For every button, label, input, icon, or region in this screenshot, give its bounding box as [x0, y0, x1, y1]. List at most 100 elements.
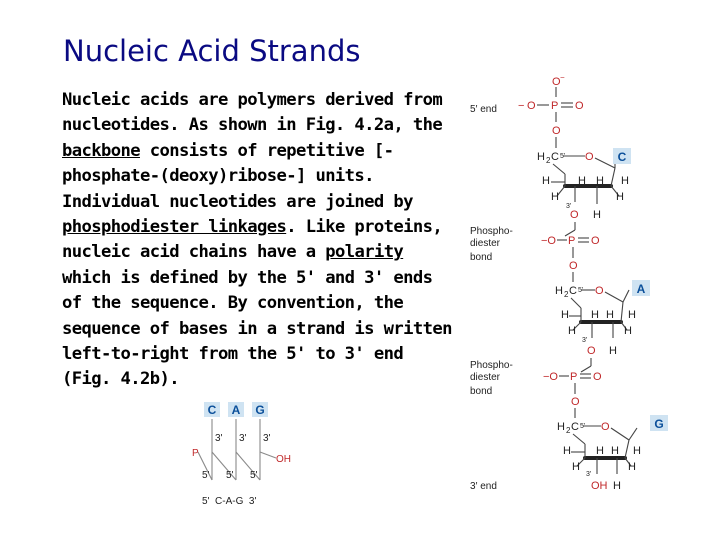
svg-text:O: O: [552, 76, 561, 88]
svg-text:H: H: [628, 309, 636, 321]
svg-text:H: H: [593, 209, 601, 221]
svg-text:H: H: [568, 325, 576, 337]
three-prime-label: 3': [215, 433, 223, 444]
svg-text:H: H: [561, 309, 569, 321]
base-c-box: [204, 402, 220, 417]
three-prime-label: 3': [239, 433, 247, 444]
svg-text:−: −: [560, 73, 565, 82]
paragraph-part-1: Nucleic acids are polymers derived from …: [62, 90, 443, 136]
svg-text:Phospho-: Phospho-: [470, 360, 513, 371]
svg-text:H: H: [613, 480, 621, 492]
svg-text:5': 5': [560, 153, 565, 160]
svg-text:C: C: [551, 151, 559, 163]
svg-text:H: H: [628, 461, 636, 473]
svg-text:C: C: [569, 285, 577, 297]
svg-text:O: O: [527, 100, 536, 112]
svg-text:H: H: [596, 445, 604, 457]
hydroxyl-end-label: OH: [276, 454, 291, 465]
paragraph-part-4: which is defined by the 5' and 3' ends o…: [62, 267, 453, 390]
svg-text:O: O: [570, 209, 579, 221]
svg-text:bond: bond: [470, 386, 492, 397]
svg-text:2: 2: [564, 290, 569, 299]
svg-text:O: O: [595, 285, 604, 297]
svg-text:O: O: [591, 235, 600, 247]
svg-text:C: C: [571, 421, 579, 433]
paragraph-part-2: consists of repetitive [-phosphate-(deox…: [62, 140, 414, 212]
svg-text:OH: OH: [591, 480, 608, 492]
phosphate-group-1: O− − O P O O: [518, 73, 584, 148]
phosphodiester-bond-label-2: Phospho- diester bond: [470, 360, 513, 397]
svg-text:H: H: [611, 445, 619, 457]
svg-text:H: H: [633, 445, 641, 457]
svg-text:H: H: [609, 345, 617, 357]
svg-text:H: H: [578, 175, 586, 187]
svg-text:P: P: [568, 235, 575, 247]
term-polarity: polarity: [325, 242, 404, 263]
schematic-bases: C A G: [204, 402, 268, 417]
base-label: A: [232, 403, 241, 417]
phosphate-group-2: −O P O O: [541, 222, 600, 282]
svg-text:O: O: [585, 151, 594, 163]
body-paragraph: Nucleic acids are polymers derived from …: [62, 88, 453, 393]
svg-text:H: H: [621, 175, 629, 187]
svg-text:2: 2: [566, 426, 571, 435]
sequence-footer: 5' C-A-G 3': [202, 496, 256, 507]
svg-text:O: O: [571, 396, 580, 408]
base-label: G: [255, 403, 264, 417]
svg-text:2: 2: [546, 156, 551, 165]
svg-text:5': 5': [578, 287, 583, 294]
slide-title: Nucleic Acid Strands: [63, 34, 361, 68]
term-backbone: backbone: [62, 140, 141, 161]
svg-text:H: H: [542, 175, 550, 187]
schematic-strand-lines: [197, 419, 277, 481]
svg-text:O: O: [587, 345, 596, 357]
paragraph-part-3: . Like proteins, nucleic acid chains hav…: [62, 217, 443, 263]
svg-text:P: P: [570, 371, 577, 383]
svg-text:diester: diester: [470, 238, 501, 249]
svg-text:H: H: [591, 309, 599, 321]
svg-text:−O: −O: [541, 235, 556, 247]
svg-text:H: H: [624, 325, 632, 337]
five-prime-label: 5': [202, 470, 210, 481]
phosphate-group-3: −O P O O: [543, 358, 602, 418]
svg-text:H: H: [616, 191, 624, 203]
svg-text:H: H: [551, 191, 559, 203]
svg-text:3': 3': [586, 471, 591, 478]
svg-text:O: O: [552, 125, 561, 137]
three-prime-end-label: 3′ end: [470, 481, 497, 492]
svg-text:O: O: [569, 260, 578, 272]
structure-base-label: C: [618, 150, 627, 164]
base-g-box: [252, 402, 268, 417]
term-phosphodiester-linkages: phosphodiester linkages: [62, 217, 287, 238]
svg-text:O: O: [601, 421, 610, 433]
five-prime-end-label: 5′ end: [470, 104, 497, 115]
svg-text:3': 3': [566, 203, 571, 210]
five-prime-label: 5': [250, 470, 258, 481]
three-prime-label: 3': [263, 433, 271, 444]
svg-text:bond: bond: [470, 252, 492, 263]
svg-text:O: O: [575, 100, 584, 112]
svg-text:H: H: [537, 151, 545, 163]
svg-text:−: −: [518, 100, 524, 112]
svg-text:H: H: [572, 461, 580, 473]
svg-text:5': 5': [580, 423, 585, 430]
svg-text:H: H: [557, 421, 565, 433]
phosphodiester-bond-label-1: Phospho- diester bond: [470, 226, 513, 263]
svg-text:−O: −O: [543, 371, 558, 383]
five-prime-label: 5': [226, 470, 234, 481]
svg-text:3': 3': [582, 337, 587, 344]
svg-text:H: H: [555, 285, 563, 297]
base-label: C: [208, 403, 217, 417]
svg-text:H: H: [606, 309, 614, 321]
phosphate-end-label: P: [192, 448, 199, 459]
structure-base-label: G: [654, 417, 663, 431]
svg-text:H: H: [596, 175, 604, 187]
svg-text:diester: diester: [470, 372, 501, 383]
svg-text:P: P: [551, 100, 558, 112]
structure-base-label: A: [637, 282, 646, 296]
svg-text:Phospho-: Phospho-: [470, 226, 513, 237]
svg-text:O: O: [593, 371, 602, 383]
